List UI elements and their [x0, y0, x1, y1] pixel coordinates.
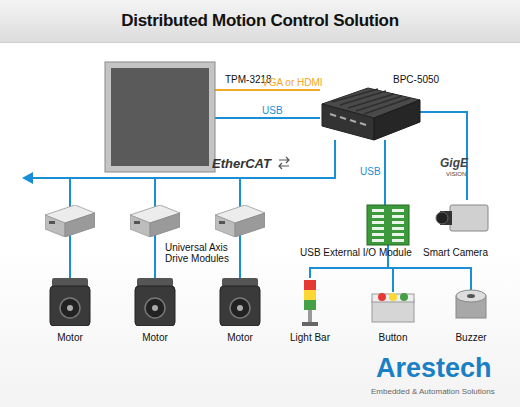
button-red — [378, 293, 386, 301]
monitor-frame — [105, 62, 215, 172]
edge-label: USB — [360, 166, 381, 177]
light-yellow — [304, 290, 316, 300]
ethercat-link — [155, 140, 335, 278]
motor-icon — [135, 278, 175, 326]
node-label: Smart Camera — [423, 247, 488, 259]
io-module-body — [367, 205, 409, 245]
button-box-top — [372, 294, 414, 302]
light-bar-node: Light Bar — [300, 278, 320, 326]
brand-logo: Arestech — [376, 354, 492, 384]
motor-icon — [220, 278, 260, 326]
gige-link — [420, 112, 467, 200]
gige-logo-sub: VISION — [446, 171, 466, 178]
buzzer-hole — [467, 294, 475, 298]
buzzer-node: Buzzer — [453, 292, 489, 322]
brand-tagline: Embedded & Automation Solutions — [371, 388, 495, 397]
node-label: Motor — [142, 332, 168, 344]
motor-node: Motor — [218, 278, 262, 326]
io-module-node: USB External I/O Module — [367, 205, 409, 245]
drive-module — [45, 205, 95, 237]
pc-side — [374, 100, 420, 140]
motor-node: Motor — [48, 278, 92, 326]
camera-node: Smart Camera — [440, 200, 490, 234]
edge-label: USB — [262, 105, 283, 116]
button-green — [400, 293, 408, 301]
drive-module — [130, 205, 180, 237]
group-label: Universal Axis Drive Modules — [165, 242, 243, 264]
io-link — [388, 245, 471, 292]
node-label: USB External I/O Module — [300, 247, 412, 259]
node-label: Buzzer — [455, 332, 486, 344]
light-base — [302, 322, 318, 326]
light-red — [304, 280, 316, 290]
ethercat-link — [70, 140, 335, 278]
bus-arrowhead — [22, 172, 33, 184]
node-label: Light Bar — [290, 332, 330, 344]
usb-link — [384, 140, 386, 205]
pc-ports — [330, 114, 366, 125]
ethercat-link — [240, 140, 335, 278]
io-link — [310, 245, 388, 278]
camera-body — [450, 205, 488, 231]
button-yellow — [389, 293, 397, 301]
ethercat-arrows — [279, 157, 289, 169]
light-pole — [308, 310, 312, 322]
motor-node: Motor — [133, 278, 177, 326]
usb-link — [215, 117, 320, 119]
edge-label: VGA or HDMI — [262, 77, 323, 88]
io-module-slots — [372, 209, 404, 242]
buzzer-top — [456, 290, 486, 302]
light-green — [304, 300, 316, 310]
node-label: BPC-5050 — [393, 74, 439, 86]
button-box — [372, 300, 414, 322]
pc-node: BPC-5050 — [320, 86, 420, 140]
diagram-title: Distributed Motion Control Solution — [0, 11, 520, 31]
ethercat-logo: EtherCAT — [212, 157, 271, 171]
monitor-node: TPM-3218 — [105, 62, 215, 172]
pc-front — [322, 104, 374, 140]
node-label: Motor — [227, 332, 253, 344]
drive-module — [215, 205, 265, 237]
node-label: Motor — [57, 332, 83, 344]
video-link — [215, 89, 320, 91]
gige-logo: GigE — [440, 157, 468, 170]
button-node: Button — [370, 292, 416, 324]
node-label: Button — [379, 332, 408, 344]
camera-lens — [436, 212, 448, 224]
motor-icon — [50, 278, 90, 326]
monitor-screen — [111, 68, 209, 166]
